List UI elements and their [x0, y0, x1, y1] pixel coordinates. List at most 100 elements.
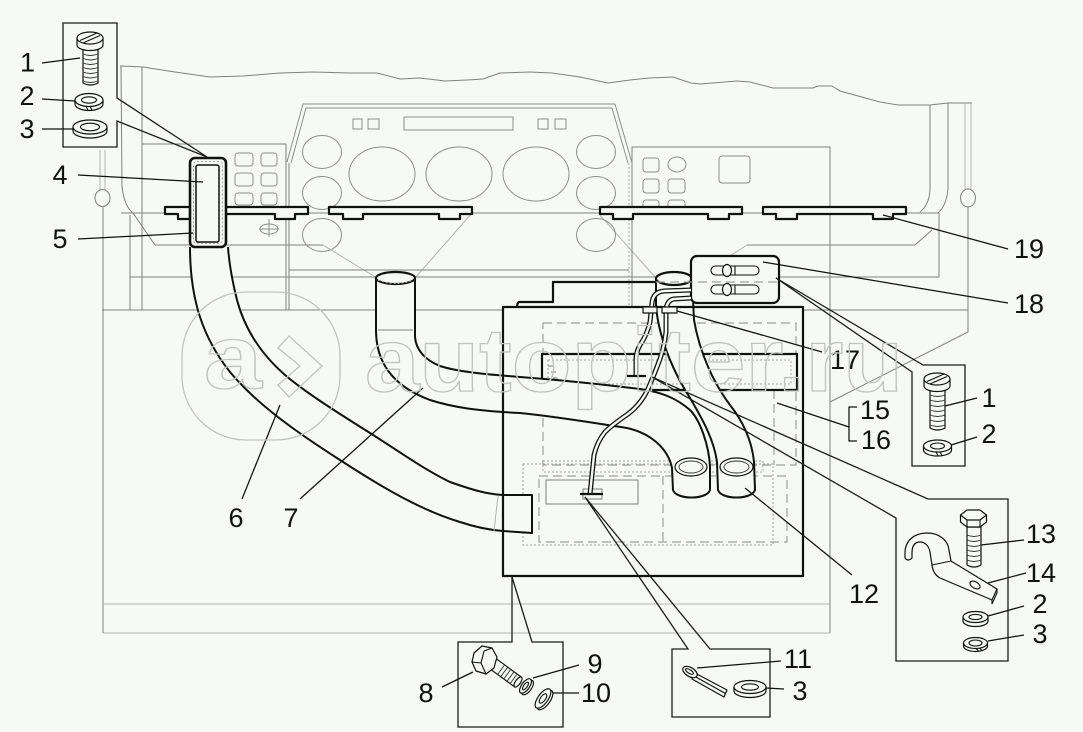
cotter-pin-icon	[682, 665, 728, 698]
flat-washer-icon	[72, 119, 108, 139]
washer-face	[922, 439, 953, 453]
hose-6-fill	[190, 247, 532, 533]
bolt-head-top	[959, 509, 988, 521]
washer-face	[962, 636, 989, 650]
screw-thread	[929, 394, 946, 427]
screw-shank	[82, 48, 99, 86]
hose-end-opening-right-inner	[723, 460, 750, 474]
callout-label: 6	[228, 503, 243, 533]
tube-clip	[642, 306, 658, 314]
leader-4	[77, 174, 204, 183]
callout-label: 8	[418, 678, 433, 708]
cab-structure	[94, 65, 976, 634]
small-gauge	[302, 176, 342, 210]
leader-8	[441, 671, 474, 688]
callout-label: 14	[1026, 558, 1056, 588]
leader-inset-b-1	[944, 397, 978, 407]
switch-button	[234, 152, 254, 167]
cotter-pin-eye-hole	[685, 668, 694, 675]
leader-inset-b-2	[950, 436, 978, 446]
small-gauge	[302, 218, 342, 252]
leader-18	[762, 261, 1009, 304]
warning-lamp	[554, 118, 567, 130]
washer-face	[72, 119, 108, 135]
spring-washer-icon	[518, 678, 535, 696]
callout-label: 2	[19, 81, 34, 111]
callout-labels: 1 2 3 4 5 6 7 8 9 10 11 3 12 13 14 2 3 1…	[19, 48, 1056, 709]
crosshair-symbol	[259, 219, 279, 237]
leader-17	[676, 310, 823, 353]
leader-15-16	[776, 402, 850, 428]
trim-shelves	[163, 205, 908, 221]
warning-lamp	[367, 118, 380, 130]
large-gauge	[348, 146, 416, 202]
callout-label: 1	[20, 48, 35, 78]
shelf-right-inner	[598, 205, 744, 221]
hose-12-opening	[654, 270, 694, 287]
switch-button	[260, 172, 278, 187]
nozzle-frame-inner-edge	[193, 161, 223, 244]
shelf-center	[327, 205, 474, 221]
bolt-shank	[966, 526, 982, 568]
leader-inset-c-2	[987, 605, 1025, 617]
right-frame-line	[829, 207, 969, 403]
clamp-slot-boss	[721, 263, 733, 278]
slotted-screw-icon	[76, 31, 104, 86]
small-gauge	[576, 218, 616, 252]
spring-washer-icon	[74, 92, 104, 112]
screw-slot	[79, 32, 101, 44]
screw-slot	[926, 373, 948, 385]
cotter-pin-split	[693, 675, 726, 694]
bolt-thread	[497, 664, 518, 684]
warning-lamp	[352, 118, 363, 130]
left-pillar-line	[120, 65, 134, 214]
center-left-post-lines	[285, 144, 290, 310]
leader-inset-a-1	[41, 57, 81, 64]
washer-hole	[80, 96, 98, 104]
small-gauge	[576, 176, 616, 210]
leader-inset-e-3	[765, 687, 785, 690]
switch-button	[667, 178, 686, 194]
large-switch	[718, 155, 751, 184]
right-pillar-lines	[919, 103, 949, 214]
callout-label: 10	[581, 678, 611, 708]
leader-13	[980, 539, 1025, 546]
hidden-strip	[542, 460, 764, 473]
washer-hole	[929, 442, 946, 450]
leader-14	[987, 572, 1027, 584]
leader-9	[532, 664, 580, 679]
clamp-hole	[969, 580, 981, 590]
switch-button	[642, 178, 660, 194]
leader-lines	[41, 57, 1027, 694]
hose-7	[375, 278, 711, 499]
switch-button	[642, 157, 660, 173]
vent-projection-line	[322, 244, 378, 279]
switch-button	[234, 172, 254, 187]
base-frame-lines	[103, 603, 830, 634]
washer-face	[733, 679, 767, 695]
inset-frame	[62, 22, 208, 158]
washer-face	[74, 92, 104, 108]
hidden-outline-core	[538, 475, 788, 543]
clamp-plate	[656, 254, 781, 305]
hose-12-fill	[656, 278, 755, 498]
callout-label: 7	[283, 503, 298, 533]
washer-hole	[740, 683, 760, 691]
callout-label: 18	[1014, 289, 1044, 319]
bracket-15-16	[848, 406, 857, 442]
hose-12	[655, 277, 756, 499]
bolt-head	[471, 645, 498, 675]
left-lower-panel-line	[132, 212, 323, 246]
leader-19	[882, 214, 1009, 250]
warning-lamp	[537, 118, 549, 130]
washer-hole	[968, 639, 983, 647]
tube-short-bore	[634, 288, 692, 376]
switch-button	[260, 152, 278, 167]
washer-face	[962, 610, 989, 624]
shelf-right-outer	[761, 205, 908, 221]
bolt-head-edges	[966, 520, 981, 527]
nozzle-grille	[195, 164, 220, 243]
leader-inset-a-2	[41, 98, 76, 102]
inset-bottom-middle	[584, 496, 771, 718]
